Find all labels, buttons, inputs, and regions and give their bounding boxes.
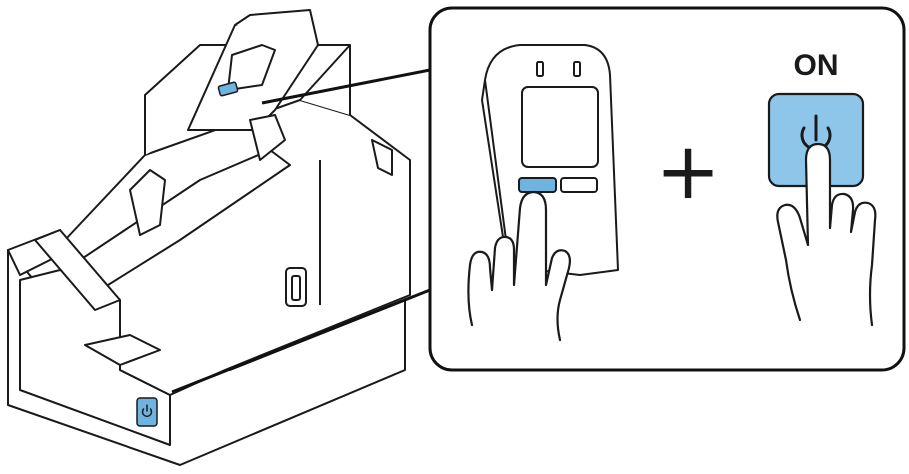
on-label: ON xyxy=(794,49,839,82)
device-card-slot-inner xyxy=(292,276,300,300)
panel-display xyxy=(522,87,598,167)
panel-indicator-left xyxy=(537,62,543,76)
check-scanner-device xyxy=(8,10,410,465)
device-power-button[interactable] xyxy=(137,398,157,426)
panel-button-right[interactable] xyxy=(561,178,597,192)
panel-button-left-highlight[interactable] xyxy=(519,178,556,192)
plus-symbol: + xyxy=(655,127,720,217)
panel-indicator-right xyxy=(574,62,580,76)
